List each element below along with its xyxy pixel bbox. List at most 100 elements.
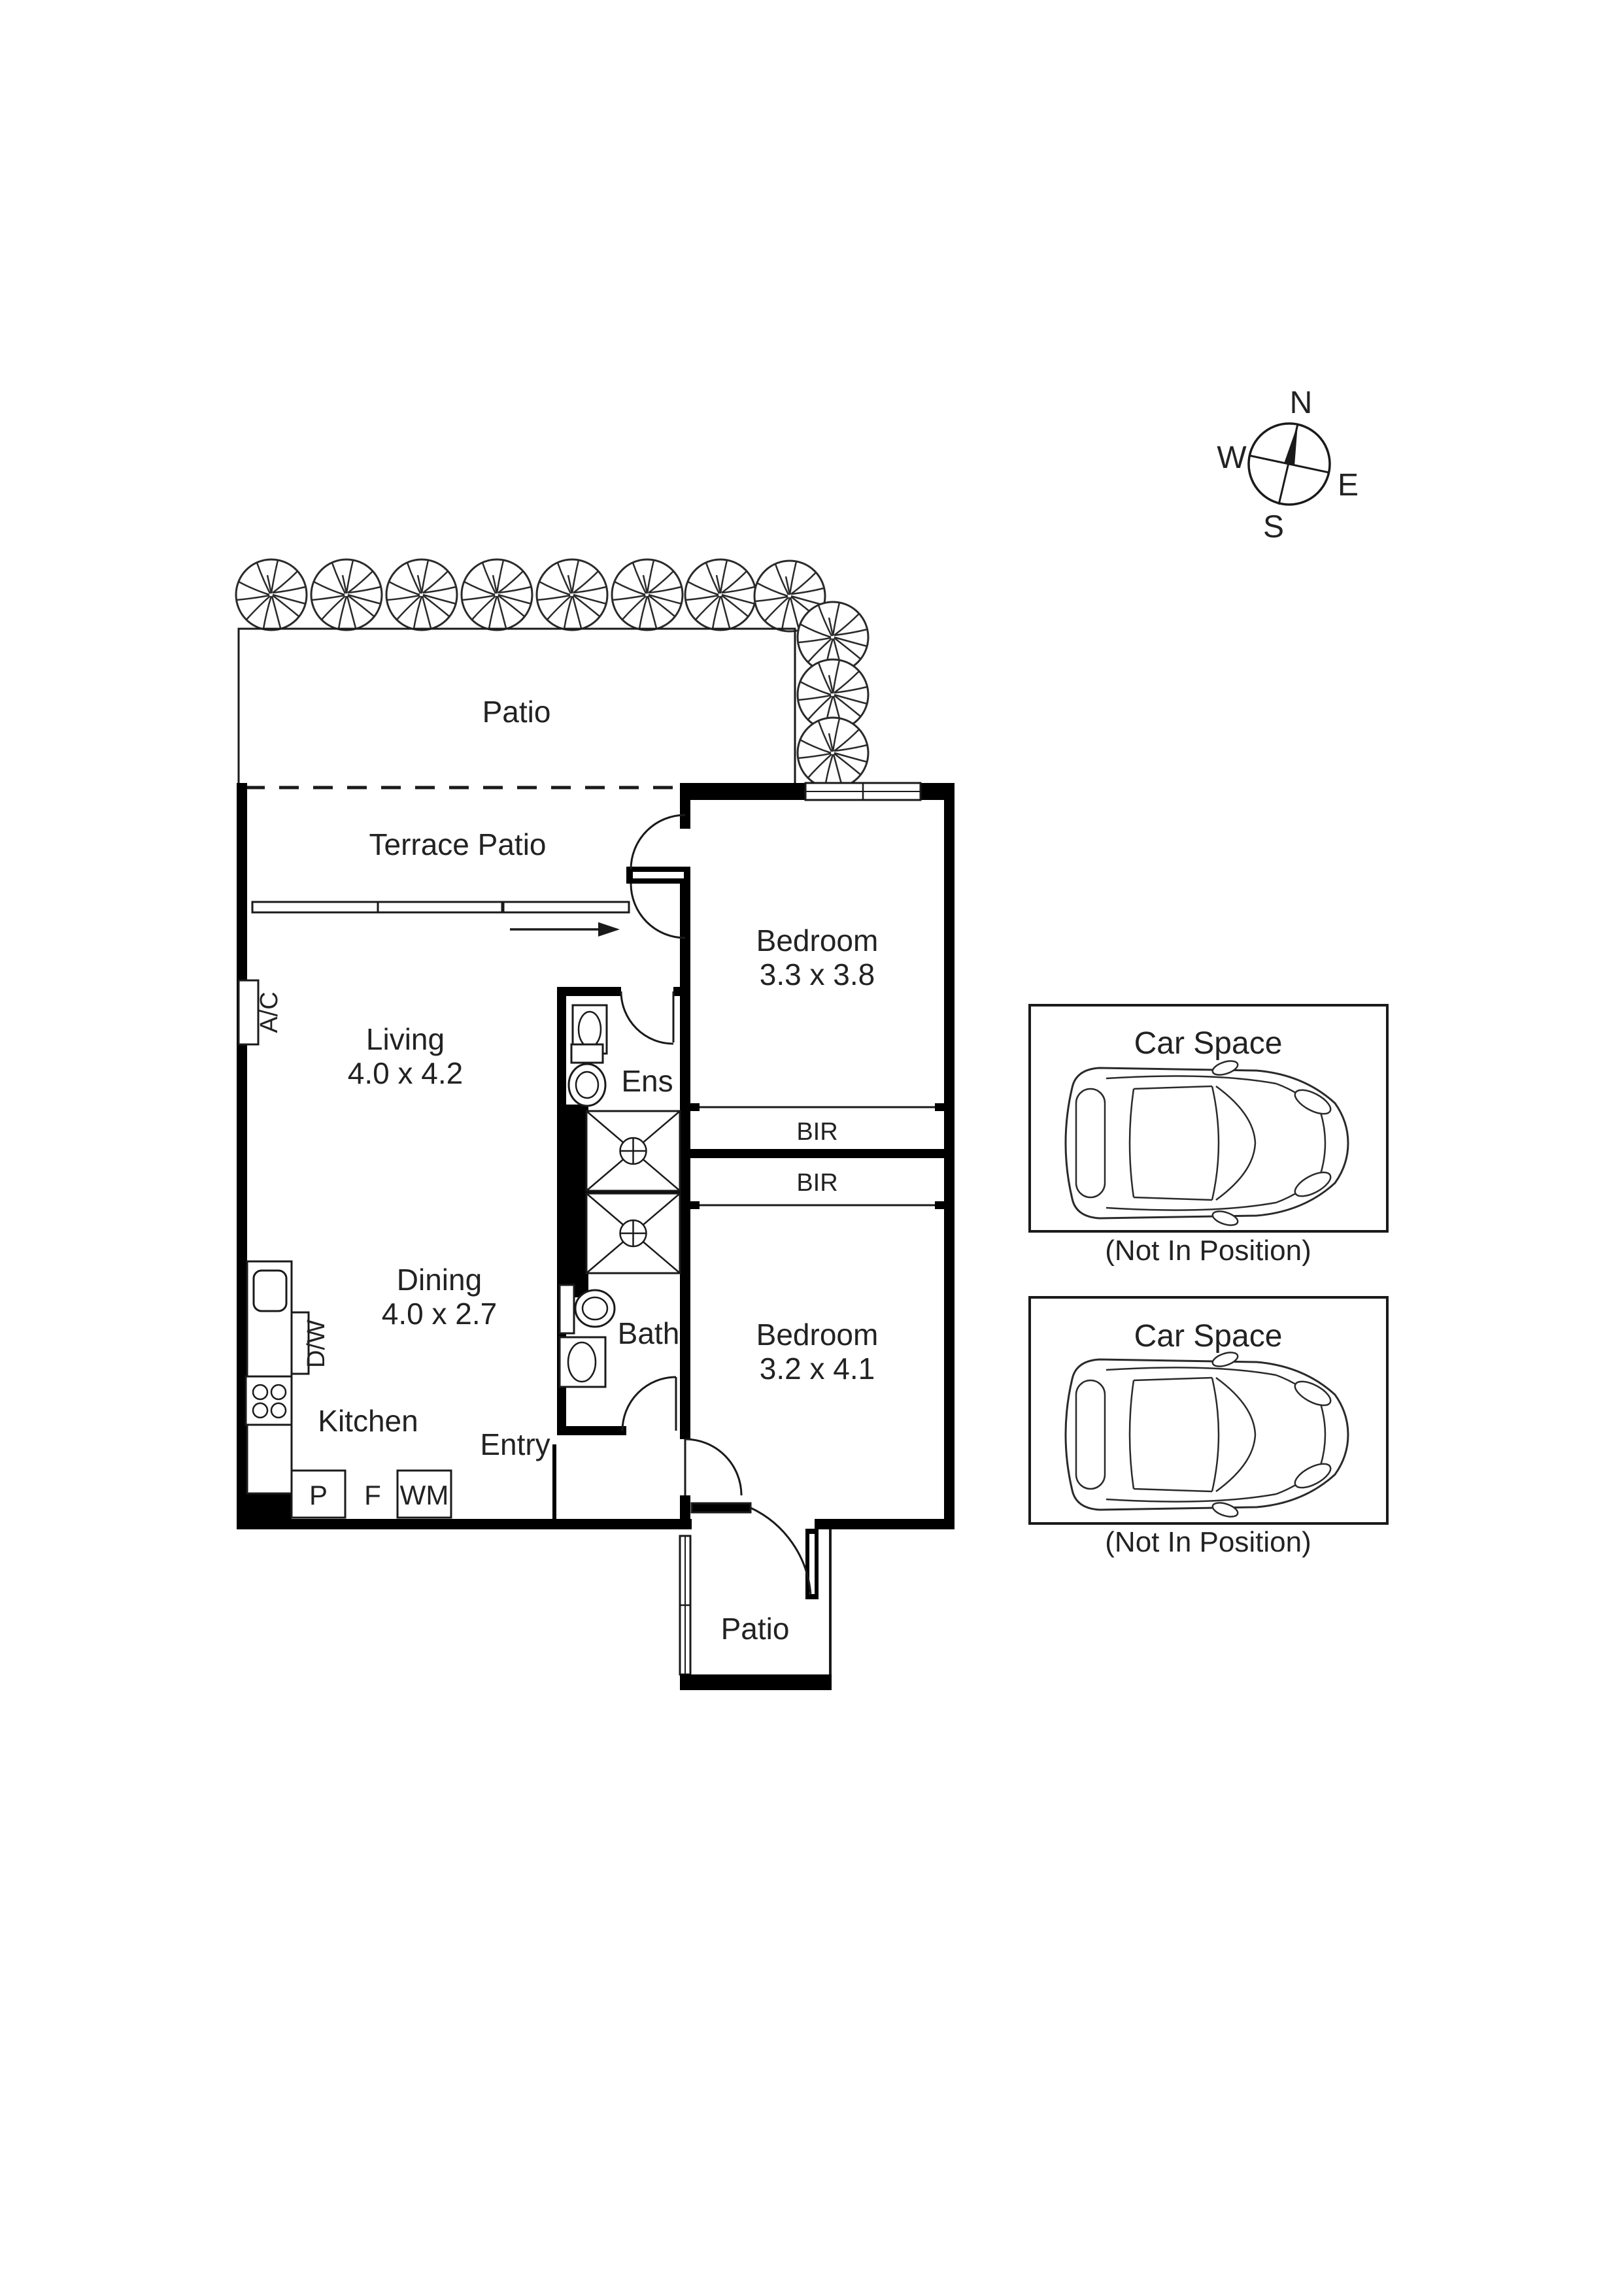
room-label-bedroom2: Bedroom	[756, 1318, 879, 1352]
wall-shower-side	[557, 1105, 588, 1297]
tree-icon	[611, 558, 684, 631]
slider-panel-3	[502, 901, 630, 914]
bir2-rail-cap-left	[690, 1201, 700, 1209]
wall-top-b	[921, 783, 955, 800]
patio-bottom-area	[680, 1529, 832, 1690]
appliance-labels: A/C D/W P F WM	[256, 991, 448, 1510]
tree-row	[235, 558, 870, 790]
compass-south: S	[1263, 510, 1284, 544]
wall-spine-lower	[680, 1495, 690, 1519]
room-label-patio-top: Patio	[482, 695, 551, 729]
room-labels: Patio Terrace Patio Bedroom 3.3 x 3.8 Li…	[318, 695, 878, 1646]
tree-icon	[535, 558, 609, 631]
entry-screen-slit	[809, 1534, 815, 1594]
glazing	[251, 782, 922, 1676]
car-space-1-title: Car Space	[1134, 1026, 1283, 1061]
wall-bottom-right	[815, 1519, 955, 1529]
room-label-patio-bottom: Patio	[721, 1612, 790, 1646]
washing-machine-box	[396, 1469, 452, 1519]
tree-icon	[460, 558, 533, 631]
room-label-entry: Entry	[480, 1427, 550, 1461]
compass-east: E	[1338, 468, 1359, 503]
wall-spine-main	[680, 884, 690, 1439]
dishwasher-box	[290, 1311, 310, 1375]
wall-bottom-left	[237, 1519, 692, 1529]
room-label-kitchen: Kitchen	[318, 1404, 418, 1438]
room-label-bath: Bath	[618, 1316, 680, 1350]
bath-toilet-icon	[558, 1284, 616, 1335]
compass-needle	[1284, 424, 1298, 466]
label-dw: D/W	[303, 1320, 330, 1368]
tree-icon	[310, 558, 383, 631]
room-dims-bedroom2: 3.2 x 4.1	[760, 1352, 875, 1386]
room-dims-bedroom1: 3.3 x 3.8	[760, 957, 875, 991]
entry-door-leaf	[690, 1502, 752, 1514]
patio-bottom-wall	[680, 1674, 832, 1690]
car-space-1-note: (Not In Position)	[1105, 1235, 1311, 1267]
bir1-rail-cap-left	[690, 1103, 700, 1111]
label-fridge: F	[364, 1480, 381, 1510]
wall-bir-divider	[690, 1149, 944, 1158]
kitchen-fittings	[237, 979, 452, 1519]
sink-icon	[252, 1269, 288, 1312]
wall-entry-nib	[552, 1444, 556, 1519]
slider-panel-1	[251, 901, 379, 914]
compass-west: W	[1217, 441, 1247, 475]
ens-toilet-icon	[567, 1043, 607, 1107]
car-space-2-title: Car Space	[1134, 1319, 1283, 1354]
shower-icon	[585, 1192, 681, 1274]
patio-top-area	[237, 627, 796, 790]
shower-icon	[585, 1110, 681, 1192]
ens-door-arc	[620, 991, 674, 1045]
slider-panel-2	[377, 901, 503, 914]
car-icon	[1064, 1057, 1349, 1229]
tree-icon	[385, 558, 458, 631]
bedroom2-door-arc	[684, 1438, 743, 1496]
room-label-bir1: BIR	[796, 1118, 837, 1146]
label-wm: WM	[400, 1480, 449, 1510]
ensuite-fixtures	[567, 1004, 681, 1274]
room-dims-dining: 4.0 x 2.7	[382, 1297, 497, 1331]
bedroom1-door-arc	[630, 814, 686, 870]
car-space-2-note: (Not In Position)	[1105, 1526, 1311, 1558]
hall-door-arc	[630, 883, 686, 939]
car-space-2: Car Space (Not In Position)	[1028, 1296, 1389, 1558]
bir2-rail-cap-right	[935, 1201, 944, 1209]
tree-icon	[235, 558, 308, 631]
room-dims-living: 4.0 x 4.2	[348, 1056, 463, 1090]
wall-shower-divider	[586, 1190, 680, 1195]
label-ac: A/C	[256, 991, 283, 1033]
label-pantry: P	[309, 1480, 328, 1510]
patio-right-edge	[829, 1529, 832, 1674]
wall-right	[944, 783, 955, 1529]
wall-top-a	[680, 783, 805, 800]
entry-door-arc	[750, 1506, 812, 1595]
cooktop-icon	[245, 1375, 293, 1426]
bir1-rail-cap-right	[935, 1103, 944, 1111]
car-icon	[1064, 1348, 1349, 1521]
bathroom-fixtures	[558, 1284, 616, 1388]
bath-basin-icon	[567, 1341, 597, 1383]
bath-vanity	[558, 1336, 607, 1388]
room-label-ens: Ens	[621, 1064, 673, 1098]
bath-door-arc	[621, 1376, 677, 1431]
room-label-bedroom1: Bedroom	[756, 923, 879, 957]
compass-rose: N W E S	[1217, 386, 1359, 544]
room-label-bir2: BIR	[796, 1169, 837, 1197]
slider-pocket-slit	[633, 872, 684, 878]
car-space-1: Car Space (Not In Position)	[1028, 1004, 1389, 1267]
room-label-dining: Dining	[397, 1263, 482, 1297]
pantry-box	[290, 1469, 346, 1519]
room-label-terrace-patio: Terrace Patio	[369, 827, 546, 861]
compass-north: N	[1290, 386, 1313, 420]
tree-icon	[684, 558, 757, 631]
wall-left	[237, 783, 247, 1529]
tree-icon	[796, 716, 870, 790]
wall-kitchen-corner	[237, 1493, 292, 1519]
wall-ens-top-left	[557, 987, 621, 996]
doors	[620, 814, 812, 1595]
wall-ens-top-right	[673, 987, 680, 996]
slide-arrow-head	[598, 922, 620, 937]
